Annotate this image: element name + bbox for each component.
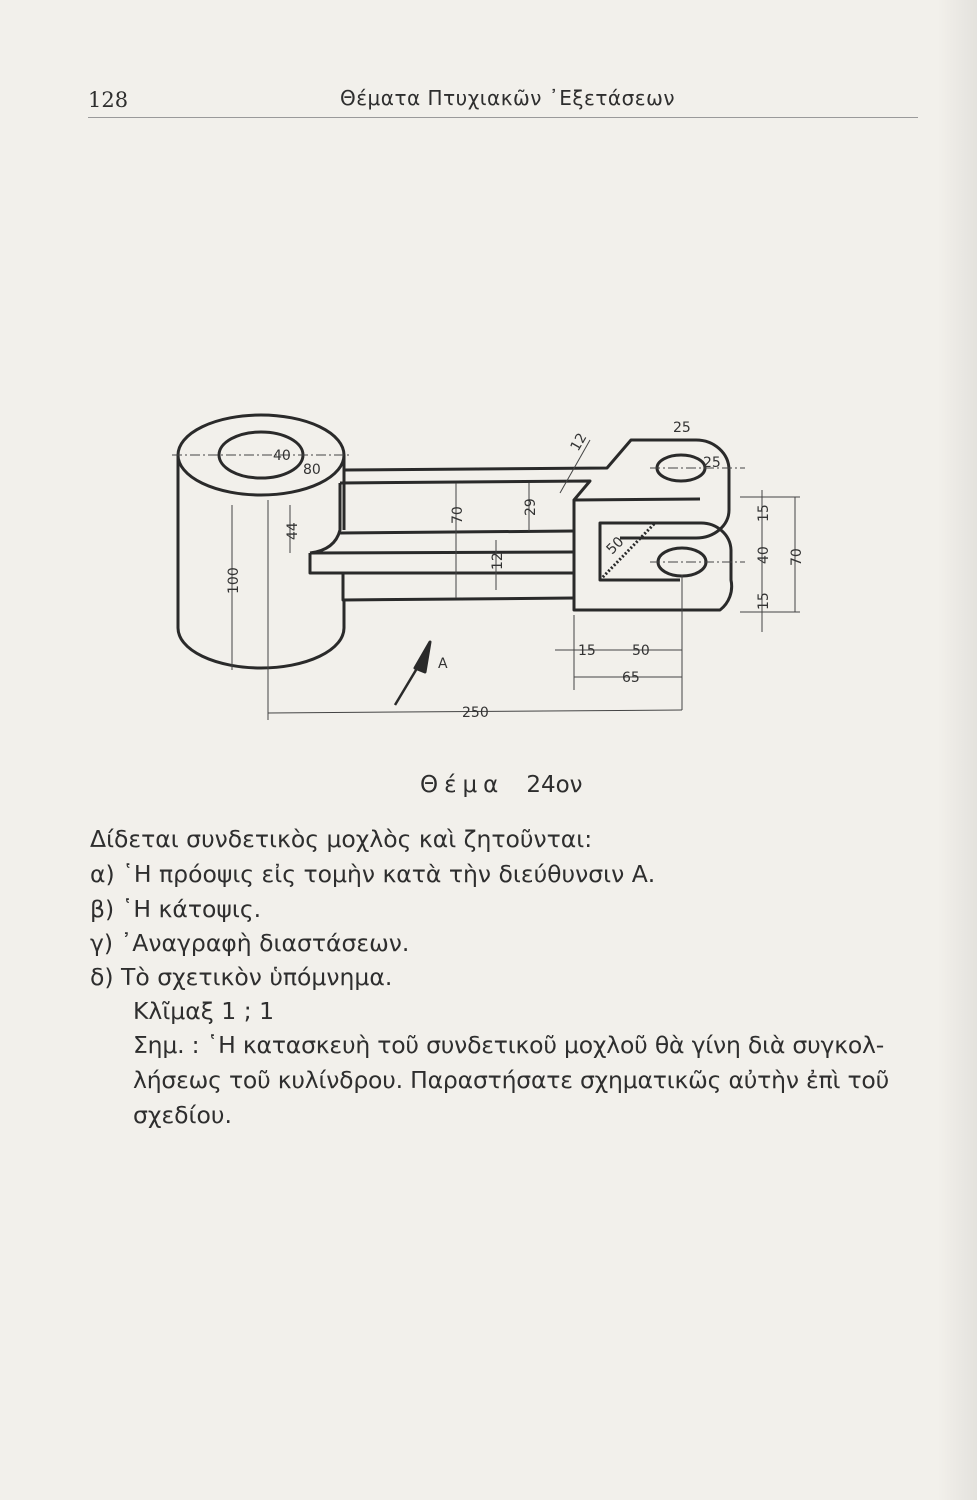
dim-29: 29: [523, 498, 539, 516]
dim-44: 44: [285, 522, 301, 540]
dim-15-b: 15: [756, 592, 772, 610]
task-item-a: α) ῾Η πρόοψις εἰς τομὴν κατὰ τὴν διεύθυν…: [90, 860, 656, 888]
dim-15-h: 15: [578, 643, 596, 659]
dim-80: 80: [303, 462, 321, 478]
dim-50-h: 50: [632, 643, 650, 659]
fork-web-hatch: [598, 521, 657, 582]
cylinder: [176, 413, 346, 670]
dim-250: 250: [462, 705, 489, 721]
dim-65: 65: [622, 670, 640, 686]
dim-70-fork: 70: [789, 548, 805, 566]
upper-arm: [308, 438, 734, 612]
dim-40-fork: 40: [756, 546, 772, 564]
caption-word: Θέμα: [420, 772, 505, 798]
intro-text: Δίδεται συνδετικὸς μοχλὸς καὶ ζητοῦνται:: [90, 825, 593, 853]
dim-25-hole: 25: [703, 455, 721, 471]
dim-40: 40: [273, 448, 291, 464]
note-line-3: σχεδίου.: [133, 1101, 232, 1129]
note-line-1: Σημ. : ῾Η κατασκευὴ τοῦ συνδετικοῦ μοχλο…: [133, 1031, 885, 1059]
scale-text: Κλῖμαξ 1 ; 1: [133, 997, 275, 1025]
task-item-d: δ) Τὸ σχετικὸν ὑπόμνημα.: [90, 963, 393, 991]
dim-15-a: 15: [756, 504, 772, 522]
dim-100: 100: [226, 567, 242, 594]
dim-70-arm: 70: [450, 506, 466, 524]
running-title: Θέματα Πτυχιακῶν ᾿Εξετάσεων: [340, 86, 675, 110]
direction-label: A: [438, 656, 448, 672]
dim-25-top: 25: [673, 420, 691, 436]
header-rule: [88, 117, 918, 118]
direction-arrow: [393, 640, 432, 706]
dim-12-top: 12: [568, 431, 591, 454]
dim-12-rib: 12: [490, 552, 506, 570]
page-number: 128: [88, 88, 129, 112]
problem-caption: Θέμα 24ον: [420, 772, 583, 798]
note-line-2: λήσεως τοῦ κυλίνδρου. Παραστήσατε σχηματ…: [133, 1066, 890, 1094]
dimension-lines: [172, 439, 800, 720]
caption-number: 24ον: [526, 772, 583, 798]
task-item-b: β) ῾Η κάτοψις.: [90, 895, 262, 923]
page-shadow: [937, 0, 977, 1500]
task-item-c: γ) ᾿Αναγραφὴ διαστάσεων.: [90, 929, 410, 957]
technical-drawing: A 40 80 44 100 70 29 12 12 25 25 50 15 4…: [172, 413, 805, 721]
